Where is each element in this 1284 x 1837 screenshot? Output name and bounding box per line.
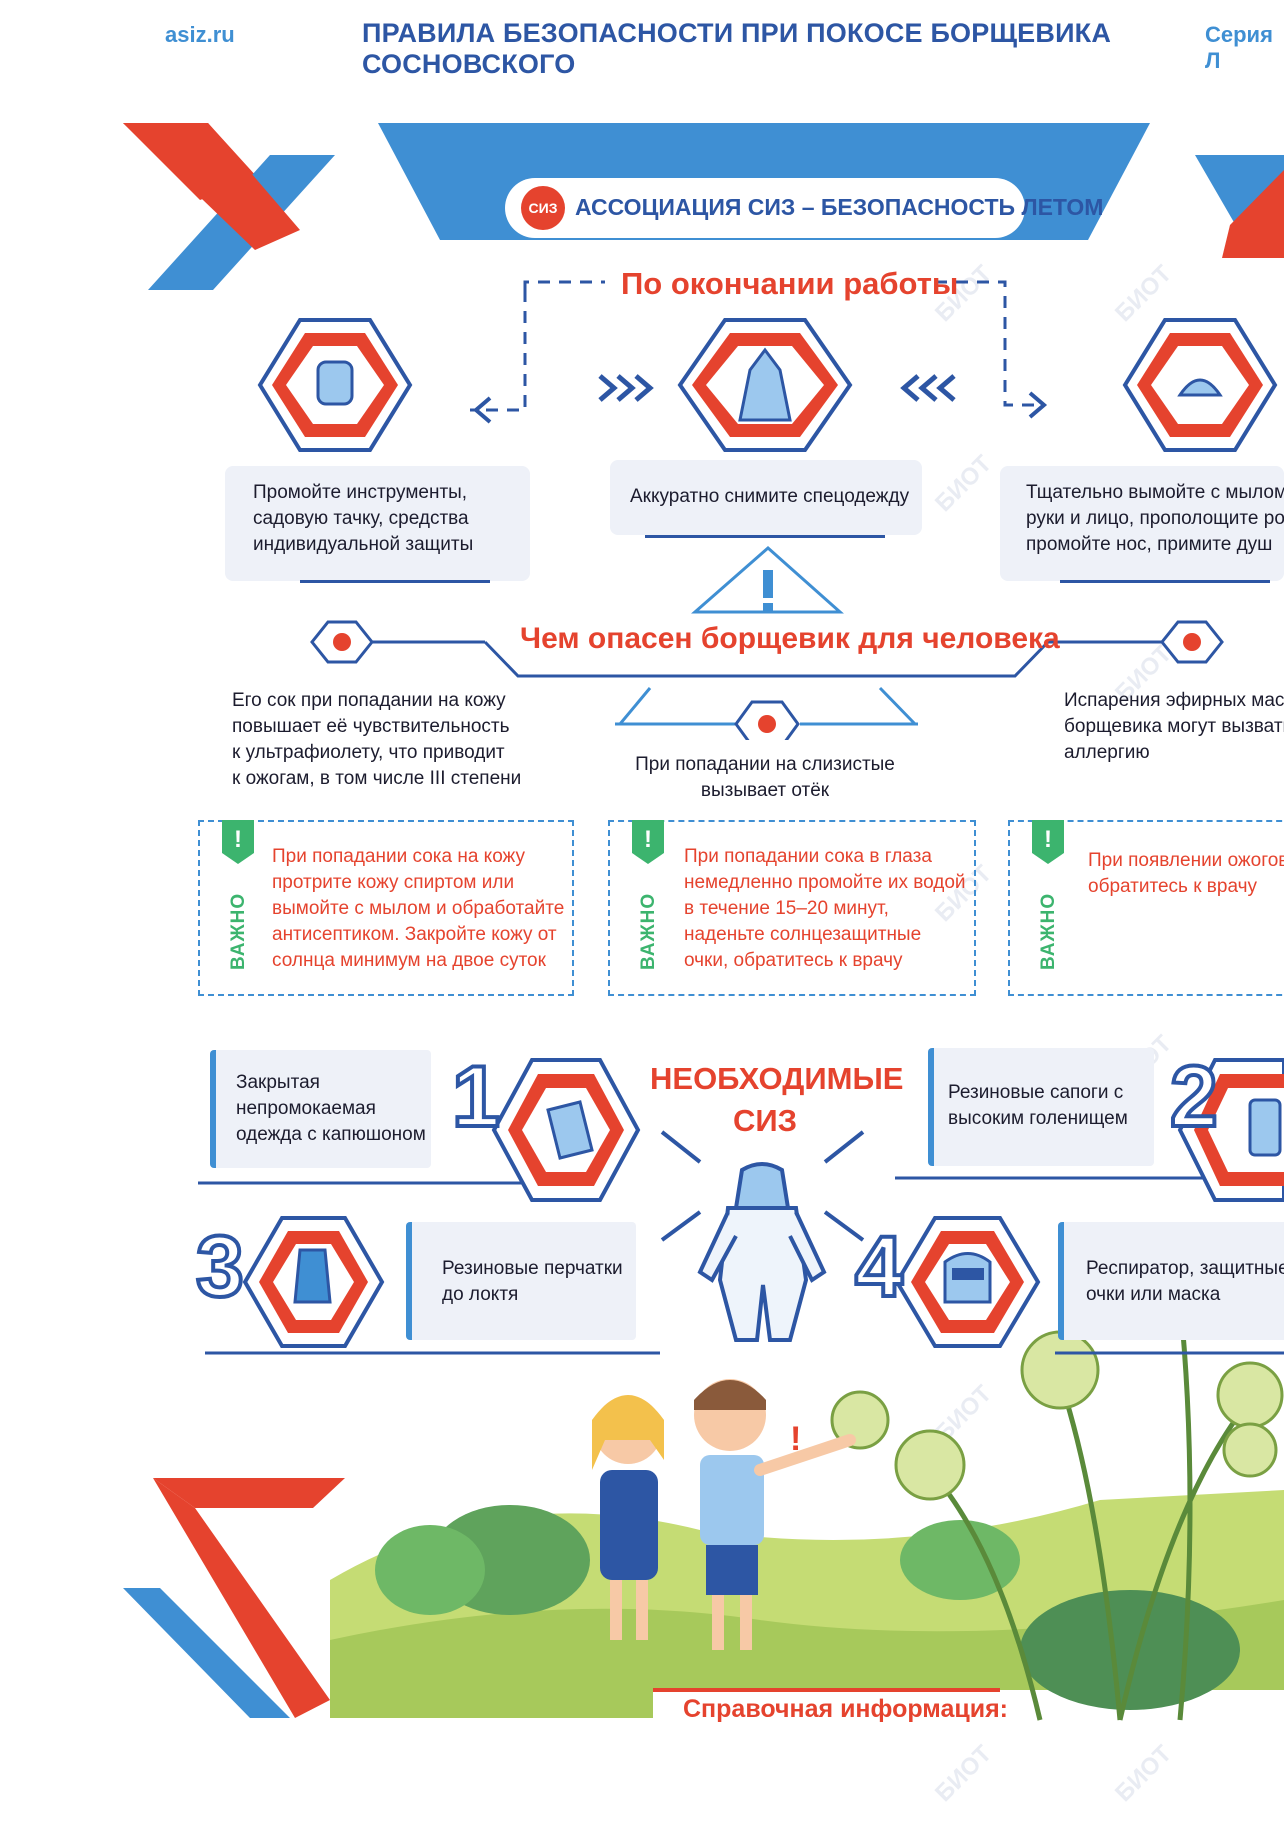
ppe-number: 3 [194, 1217, 246, 1317]
ppe-number: 4 [853, 1217, 905, 1317]
rubber-boots-icon [1177, 1058, 1284, 1202]
chevron-right-icon [598, 374, 654, 402]
chevron-left-icon [900, 374, 956, 402]
ppe-card-gloves: Резиновые перчатки до локтя [406, 1222, 636, 1340]
ppe-number: 2 [1168, 1047, 1220, 1147]
ppe-card-respirator: Респиратор, защитные очки или маска [1058, 1222, 1284, 1340]
important-label: ВАЖНО [638, 892, 659, 970]
after-work-title: По окончании работы [621, 266, 959, 301]
site-link[interactable]: asiz.ru [165, 22, 235, 47]
danger-allergy-text: Испарения эфирных масел борщевика могут … [1064, 690, 1284, 763]
step-card-tools: Промойте инструменты, садовую тачку, сре… [225, 466, 530, 581]
danger-connectors [310, 620, 1224, 740]
flow-connectors [257, 280, 1278, 614]
ppe-title: НЕОБХОДИМЫЕ СИЗ [650, 1061, 904, 1138]
important-label: ВАЖНО [1038, 892, 1059, 970]
hooded-clothing-icon [491, 1058, 641, 1202]
protective-suit-icon [677, 318, 853, 452]
reference-title: Справочная информация: [683, 1695, 1009, 1723]
svg-text:!: ! [790, 1420, 801, 1458]
important-label: ВАЖНО [228, 892, 249, 970]
banner-title: АССОЦИАЦИЯ СИЗ – БЕЗОПАСНОСТЬ ЛЕТОМ [575, 194, 1104, 220]
important-box-burns: ! ВАЖНО При появлении ожогов обратитесь … [1008, 820, 1284, 996]
step-card-clothing: Аккуратно снимите спецодежду [610, 460, 922, 535]
danger-title: Чем опасен борщевик для человека [520, 622, 1060, 655]
danger-mucosa-text: При попадании на слизистые вызывает отёк [635, 754, 895, 801]
shower-icon [1122, 318, 1278, 452]
exclamation-icon: ! [632, 820, 664, 864]
step-card-wash: Тщательно вымойте с мылом руки и лицо, п… [1000, 466, 1284, 581]
children-illustration: ! [592, 1379, 856, 1650]
ppe-card-boots: Резиновые сапоги с высоким голенищем [928, 1048, 1154, 1166]
protective-suit-figure [697, 1162, 827, 1342]
face-shield-icon [894, 1216, 1041, 1348]
series-label: Серия Л [1205, 22, 1273, 73]
washing-gloves-icon [257, 318, 413, 452]
page-title: ПРАВИЛА БЕЗОПАСНОСТИ ПРИ ПОКОСЕ БОРЩЕВИК… [362, 18, 1112, 79]
exclamation-icon: ! [222, 820, 254, 864]
ppe-number: 1 [450, 1047, 502, 1147]
important-box-skin: ! ВАЖНО При попадании сока на кожу протр… [198, 820, 574, 996]
step-text: Промойте инструменты, садовую тачку, сре… [253, 482, 474, 555]
danger-skin-text: Его сок при попадании на кожу повышает е… [232, 690, 522, 789]
ppe-card-clothing: Закрытая непромокаемая одежда с капюшоно… [210, 1050, 431, 1168]
siz-logo-icon: СИЗ [521, 186, 565, 230]
rubber-gloves-icon [242, 1216, 385, 1348]
important-box-eyes: ! ВАЖНО При попадании сока в глаза немед… [608, 820, 976, 996]
banner-pill: СИЗ АССОЦИАЦИЯ СИЗ – БЕЗОПАСНОСТЬ ЛЕТОМ [505, 178, 1103, 238]
ppe-graphics [198, 1058, 1284, 1355]
step-text: Тщательно вымойте с мылом руки и лицо, п… [1026, 482, 1284, 555]
exclamation-icon: ! [1032, 820, 1064, 864]
